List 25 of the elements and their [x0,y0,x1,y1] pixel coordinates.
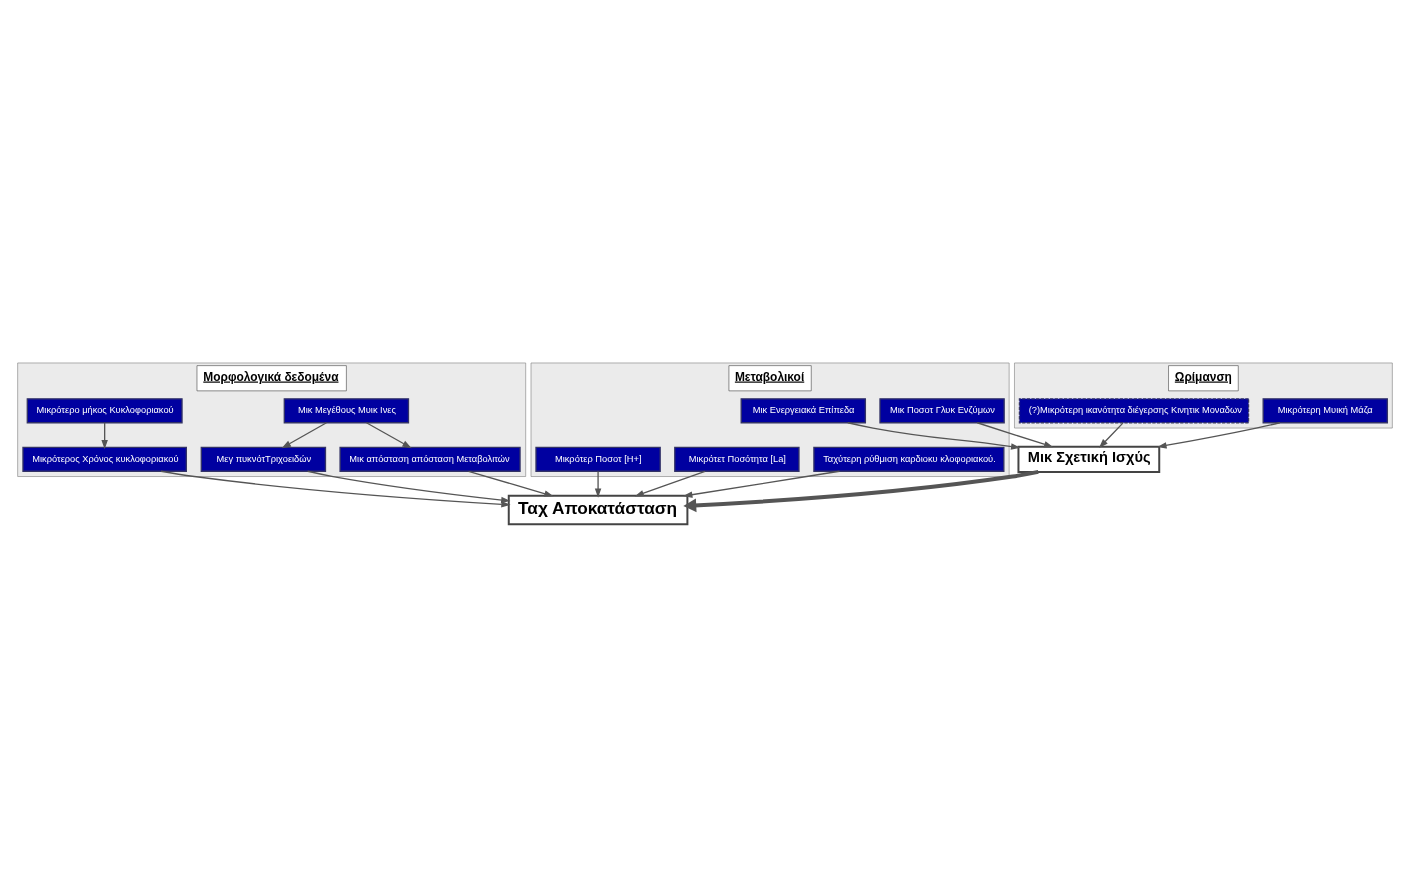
node-box: Μικ Μεγέθους Μυικ Ινες [283,398,410,424]
arrow [594,470,602,498]
arrow [281,422,328,449]
node-box: Μικ Ενεργειακά Επίπεδα [740,398,867,424]
node-box: Ταχ Αποκατάσταση [507,494,689,526]
arrow [1098,422,1124,449]
arrow [365,422,412,449]
node-box: Μικ απόσταση απόσταση Μεταβολιτών [339,446,521,472]
node-box: (?)Μικρότερη ικανότητα διέγερσης Κινητικ Μοναδων [1018,398,1250,424]
node-box: Μεγ πυκνότΤριχοειδών [200,446,327,472]
node-box: Μικρότερη Μυική Μάζα [1262,398,1389,424]
arrow [976,422,1054,448]
arrow [847,422,1021,450]
node-box: Μικ Σχετική Ισχύς [1017,445,1161,473]
arrow [1157,422,1281,449]
node-box: Μικρότετ Ποσότητα [La] [674,446,800,472]
node-box: Μικρότερος Χρόνος κυκλοφοριακού [22,446,187,472]
arrow [467,470,554,497]
arrow [634,470,706,497]
arrow [683,470,841,498]
node-box: Μικρότερο μήκος Κυκλοφοριακού [26,398,183,424]
node-box: Μικρότερ Ποσοτ [H+] [535,446,661,472]
node-box: Ταχύτερη ρύθμιση καρδιοκυ κλοφοριακού. [813,446,1005,472]
arrow [683,469,1039,513]
node-box: Μικ Ποσοτ Γλυκ Ενζύμων [879,398,1005,424]
